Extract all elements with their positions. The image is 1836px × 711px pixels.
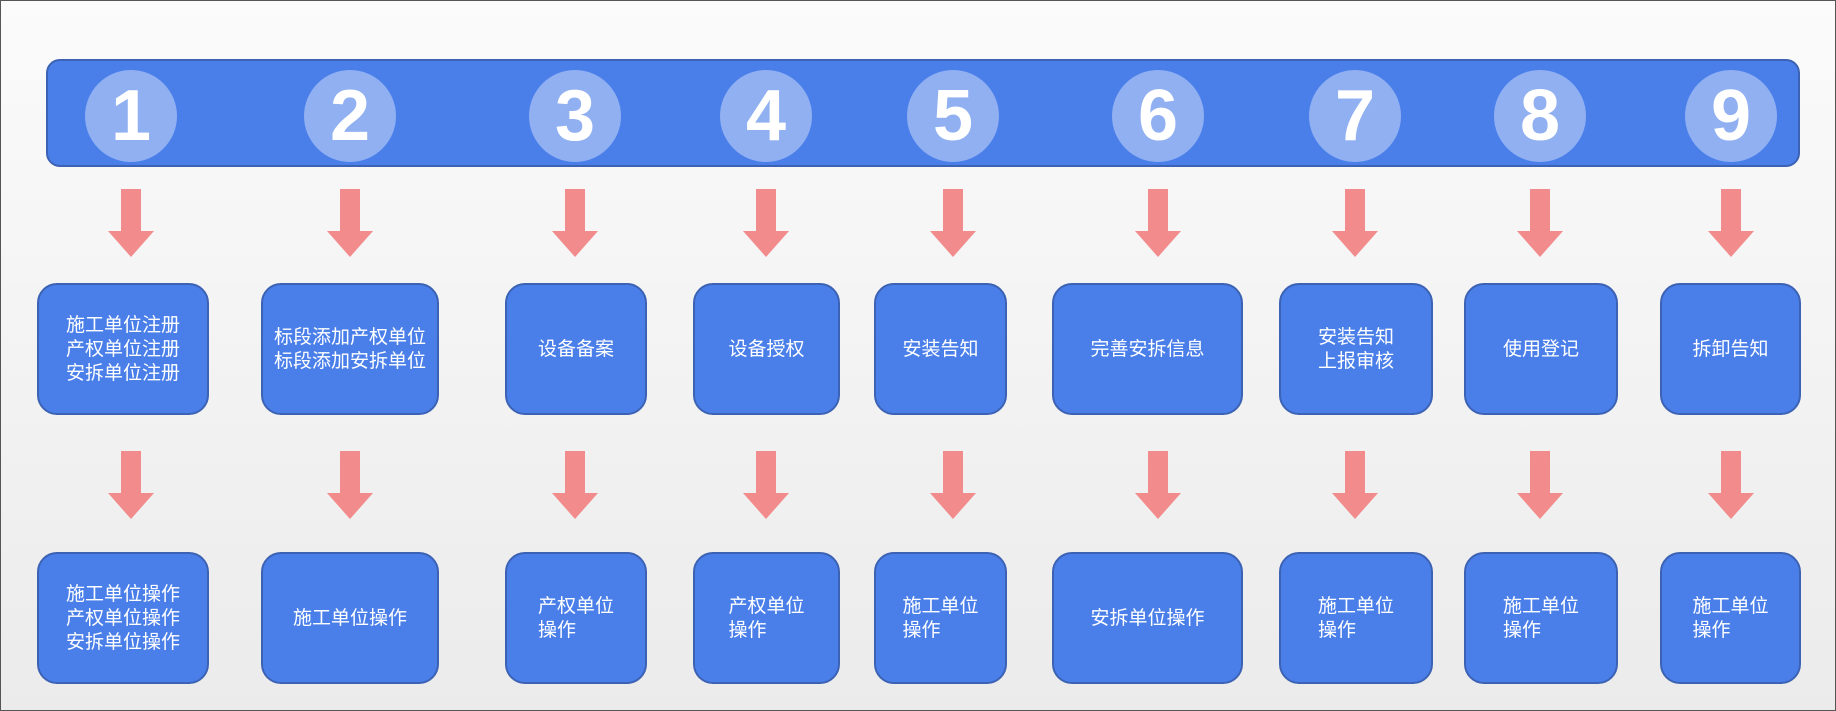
arrow-down-icon [1708, 189, 1754, 257]
task-text-6: 完善安拆信息 [1090, 338, 1205, 360]
task-text-3: 设备备案 [537, 338, 614, 360]
arrow-down-icon [930, 189, 976, 257]
step-circle-1: 1 [85, 70, 177, 162]
step-circle-5: 5 [907, 70, 999, 162]
arrow-down-icon [108, 451, 154, 519]
arrow-down-icon [108, 189, 154, 257]
step-circle-3: 3 [529, 70, 621, 162]
arrow-down-icon [327, 189, 373, 257]
operator-box-1: 施工单位操作 产权单位操作 安拆单位操作 [37, 552, 209, 684]
task-text-4: 设备授权 [728, 338, 805, 360]
task-box-5: 安装告知 [874, 283, 1007, 415]
operator-box-8: 施工单位 操作 [1464, 552, 1618, 684]
arrow-down-icon [930, 451, 976, 519]
operator-text-4: 产权单位 操作 [728, 595, 805, 641]
task-box-2: 标段添加产权单位 标段添加安拆单位 [261, 283, 439, 415]
step-circle-8: 8 [1494, 70, 1586, 162]
arrow-down-icon [1708, 451, 1754, 519]
arrow-down-icon [327, 451, 373, 519]
task-text-8: 使用登记 [1502, 338, 1579, 360]
task-text-9: 拆卸告知 [1692, 338, 1769, 360]
step-circle-7: 7 [1309, 70, 1401, 162]
operator-box-9: 施工单位 操作 [1660, 552, 1801, 684]
arrow-down-icon [1517, 451, 1563, 519]
task-box-4: 设备授权 [693, 283, 840, 415]
arrow-down-icon [552, 451, 598, 519]
operator-box-7: 施工单位 操作 [1279, 552, 1433, 684]
operator-text-6: 安拆单位操作 [1090, 607, 1205, 629]
task-box-8: 使用登记 [1464, 283, 1618, 415]
operator-text-3: 产权单位 操作 [537, 595, 614, 641]
arrow-down-icon [1135, 451, 1181, 519]
operator-text-8: 施工单位 操作 [1502, 595, 1579, 641]
task-box-3: 设备备案 [505, 283, 647, 415]
operator-text-7: 施工单位 操作 [1317, 595, 1394, 641]
task-box-9: 拆卸告知 [1660, 283, 1801, 415]
operator-box-4: 产权单位 操作 [693, 552, 840, 684]
task-text-1: 施工单位注册 产权单位注册 安拆单位注册 [65, 314, 180, 384]
task-box-6: 完善安拆信息 [1052, 283, 1243, 415]
step-circle-6: 6 [1112, 70, 1204, 162]
step-circle-4: 4 [720, 70, 812, 162]
operator-text-9: 施工单位 操作 [1692, 595, 1769, 641]
operator-box-5: 施工单位 操作 [874, 552, 1007, 684]
operator-box-2: 施工单位操作 [261, 552, 439, 684]
arrow-down-icon [743, 451, 789, 519]
task-box-1: 施工单位注册 产权单位注册 安拆单位注册 [37, 283, 209, 415]
task-box-7: 安装告知 上报审核 [1279, 283, 1433, 415]
arrow-down-icon [1332, 451, 1378, 519]
operator-box-3: 产权单位 操作 [505, 552, 647, 684]
arrow-down-icon [743, 189, 789, 257]
task-text-5: 安装告知 [902, 338, 979, 360]
operator-box-6: 安拆单位操作 [1052, 552, 1243, 684]
arrow-down-icon [1135, 189, 1181, 257]
step-circle-9: 9 [1685, 70, 1777, 162]
arrow-down-icon [552, 189, 598, 257]
arrow-down-icon [1517, 189, 1563, 257]
step-circle-2: 2 [304, 70, 396, 162]
task-text-7: 安装告知 上报审核 [1317, 326, 1394, 372]
operator-text-1: 施工单位操作 产权单位操作 安拆单位操作 [65, 583, 180, 653]
operator-text-2: 施工单位操作 [292, 607, 407, 629]
arrow-down-icon [1332, 189, 1378, 257]
task-text-2: 标段添加产权单位 标段添加安拆单位 [273, 326, 426, 372]
operator-text-5: 施工单位 操作 [902, 595, 979, 641]
